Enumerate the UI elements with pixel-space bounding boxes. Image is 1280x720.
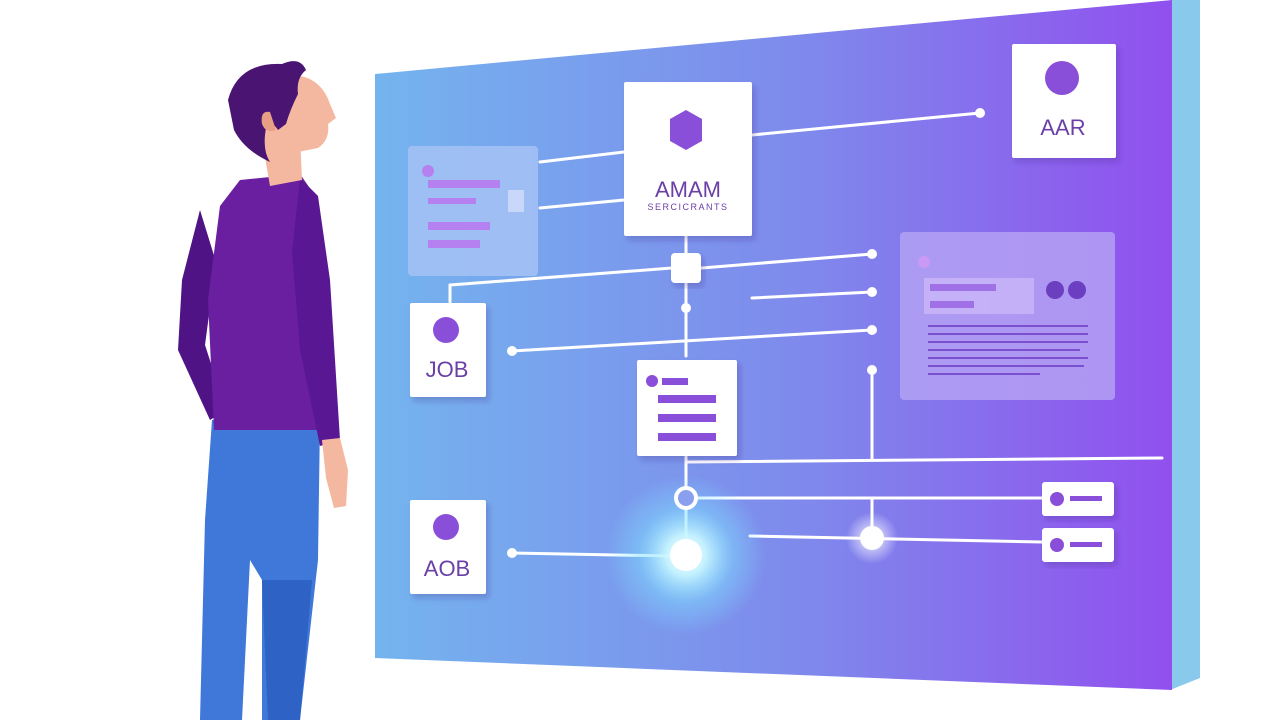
connector-line — [684, 456, 1164, 464]
connector-dot — [975, 108, 985, 118]
info-panel-right — [900, 232, 1115, 400]
left-bottom-node-card[interactable] — [410, 500, 486, 594]
junction-glow — [846, 512, 898, 564]
toggle-dot-icon — [1068, 281, 1086, 299]
purple-circle-icon — [918, 256, 930, 268]
text-line — [658, 414, 716, 422]
text-panel-left — [408, 146, 538, 276]
connector-dot — [681, 303, 691, 313]
connector-line — [750, 290, 874, 300]
junction-ring — [674, 486, 698, 510]
board-face — [375, 0, 1172, 690]
connector-dots — [507, 108, 985, 558]
person-arm-front — [292, 178, 340, 446]
center-node-subtitle: SERCICRANTS — [647, 202, 728, 212]
purple-circle-icon — [433, 514, 459, 540]
text-line — [1070, 496, 1102, 501]
display-board — [375, 0, 1200, 690]
connector-line — [538, 198, 626, 210]
top-right-node-card[interactable] — [1012, 44, 1116, 158]
connector-line — [510, 328, 874, 353]
list-node-card[interactable] — [637, 360, 737, 456]
person-figure — [178, 61, 348, 720]
connector-line — [700, 252, 874, 270]
center-node-card[interactable] — [624, 82, 752, 236]
text-line — [930, 284, 996, 291]
purple-circle-icon — [1050, 538, 1064, 552]
light-glow-icon — [606, 475, 766, 635]
pants-shade — [262, 580, 312, 720]
text-line — [658, 395, 716, 403]
person-ear — [261, 111, 276, 132]
text-lines-block — [928, 325, 1088, 375]
junction-square — [671, 253, 701, 283]
connector-line — [448, 266, 674, 287]
purple-circle-icon — [646, 375, 658, 387]
text-line — [930, 301, 974, 308]
text-line — [1070, 542, 1102, 547]
text-line — [428, 180, 500, 188]
purple-circle-icon — [1045, 61, 1079, 95]
connector-dot — [867, 249, 877, 259]
board-edge — [1170, 0, 1200, 690]
center-node-title: AMAM — [655, 177, 721, 202]
purple-circle-icon — [1050, 492, 1064, 506]
connector-dot — [867, 287, 877, 297]
text-line — [658, 433, 716, 441]
person-shirt — [208, 174, 322, 430]
connector-dot — [867, 365, 877, 375]
purple-circle-icon — [422, 165, 434, 177]
person-hand — [322, 438, 348, 508]
left-mid-node-title: JOB — [426, 357, 469, 382]
connector-dot — [507, 548, 517, 558]
text-line — [428, 222, 490, 230]
connector-dot — [507, 346, 517, 356]
left-bottom-node-title: AOB — [424, 556, 470, 581]
connector-line — [538, 150, 626, 164]
doc-icon — [508, 190, 524, 212]
text-line — [662, 378, 688, 385]
connector-line — [750, 111, 982, 137]
text-line — [428, 198, 476, 204]
top-right-node-title: AAR — [1040, 115, 1085, 140]
connector-dot — [867, 325, 877, 335]
left-mid-node-card[interactable] — [410, 303, 486, 397]
person-hair — [228, 61, 306, 162]
toggle-dot-icon — [1046, 281, 1064, 299]
text-line — [924, 278, 1034, 314]
hexagon-icon — [670, 110, 702, 150]
purple-circle-icon — [433, 317, 459, 343]
text-line — [428, 240, 480, 248]
